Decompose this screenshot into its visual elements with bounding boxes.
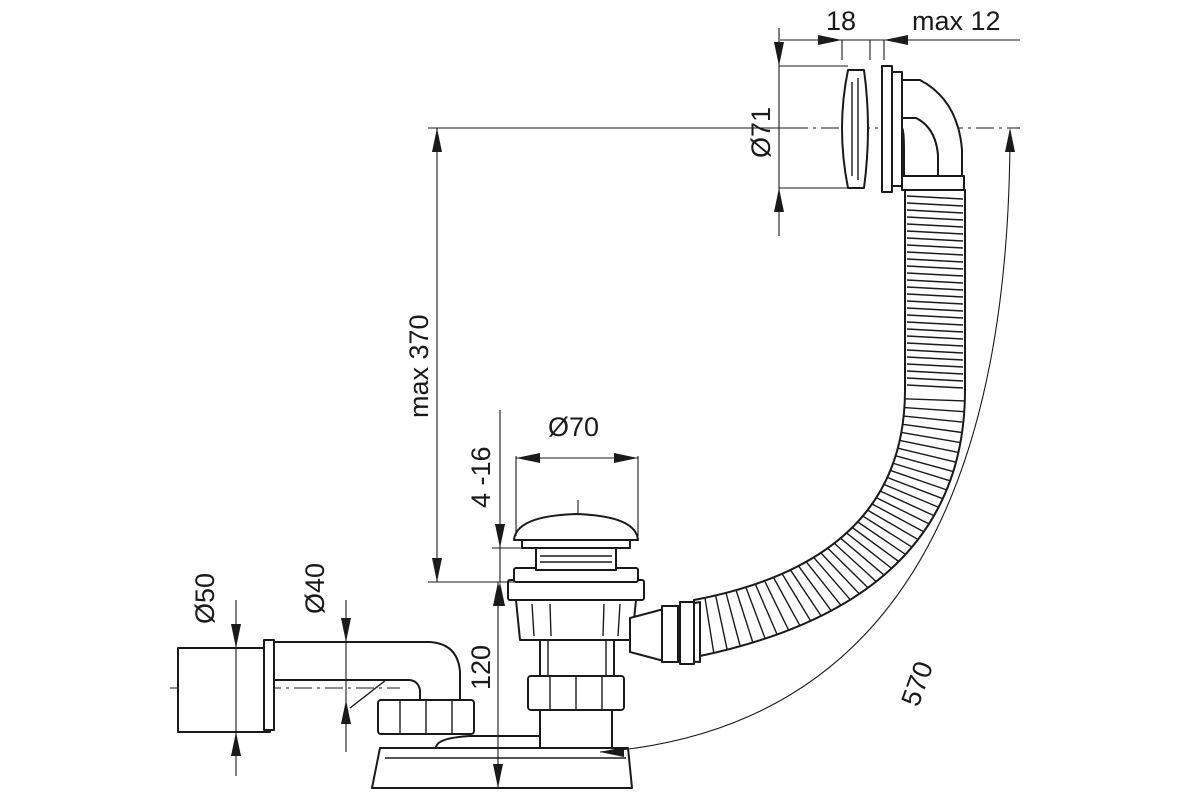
hose-rib xyxy=(906,195,964,200)
label-height-max: max 370 xyxy=(404,314,434,418)
hose-rib xyxy=(906,384,964,389)
hose-rib xyxy=(890,469,947,491)
hose-rib xyxy=(906,237,964,242)
hose-rib xyxy=(725,592,741,647)
overflow-cover xyxy=(841,69,869,189)
hose-rib xyxy=(902,423,963,434)
hose-rib xyxy=(906,300,964,305)
hose-rib xyxy=(735,589,754,643)
label-overflow-thickness: 18 xyxy=(826,6,856,36)
hose-rib xyxy=(857,521,906,555)
hose-rib xyxy=(906,202,964,207)
hose-rib xyxy=(906,370,964,375)
hose-rib xyxy=(906,293,964,298)
hose-rib xyxy=(906,286,964,291)
hose-rib xyxy=(876,496,930,525)
hose-rib xyxy=(906,209,964,214)
hose-rib xyxy=(867,509,919,541)
hose-rib xyxy=(883,483,939,508)
hose-rib xyxy=(820,552,860,595)
hose-rib xyxy=(906,356,964,361)
hose-rib xyxy=(906,251,964,256)
hose-rib xyxy=(862,515,913,548)
flexible-hose xyxy=(693,189,966,657)
dimension-lines xyxy=(231,28,1020,788)
plug-stem xyxy=(535,547,617,571)
hose-rib xyxy=(906,307,964,312)
label-plug-diameter: Ø70 xyxy=(548,412,599,442)
label-overflow-max: max 12 xyxy=(912,6,1001,36)
hose-rib xyxy=(772,577,801,626)
hose-rib xyxy=(805,561,842,606)
overflow-flange xyxy=(881,65,893,193)
hose-rib xyxy=(813,556,851,601)
hose-rib xyxy=(906,363,964,368)
label-outlet-outer-diameter: Ø50 xyxy=(190,573,220,624)
hose-rib xyxy=(906,335,964,340)
hose-rib xyxy=(906,223,964,228)
hose-rib xyxy=(754,583,778,635)
label-outlet-inner-diameter: Ø40 xyxy=(300,563,330,614)
hose-rib xyxy=(906,216,964,221)
hose-rib xyxy=(903,415,964,423)
hose-rib xyxy=(906,279,964,284)
hose-rib xyxy=(906,328,964,333)
label-cable-length: 570 xyxy=(895,657,939,710)
hose-rib xyxy=(906,258,964,263)
hose-rib xyxy=(906,314,964,319)
hose-rib xyxy=(871,503,925,533)
cable-length-arc xyxy=(599,129,1011,753)
hose-rib xyxy=(887,476,944,500)
hose-rib xyxy=(906,230,964,235)
hose-rib xyxy=(906,244,964,249)
trap-assembly xyxy=(177,513,701,789)
hose-rib xyxy=(904,398,965,402)
hose-rib xyxy=(895,455,954,473)
hose-rib xyxy=(880,490,935,517)
label-plug-range: 4 -16 xyxy=(466,446,496,508)
label-trap-height: 120 xyxy=(466,645,496,690)
hose-rib xyxy=(789,569,822,617)
hose-rib xyxy=(781,573,812,622)
hose-rib xyxy=(906,377,964,382)
hose-rib xyxy=(763,580,790,631)
hose-rib xyxy=(714,595,728,650)
hose-rib xyxy=(906,272,964,277)
hose-rib xyxy=(899,439,959,454)
hose-rib xyxy=(797,565,832,612)
hose-rib xyxy=(906,342,964,347)
hose-rib xyxy=(840,537,885,576)
hose-rib xyxy=(827,547,869,589)
hose-body xyxy=(693,189,966,657)
hose-rib xyxy=(892,462,951,482)
overflow-assembly xyxy=(841,65,965,193)
hose-rib xyxy=(906,265,964,270)
hose-rib xyxy=(704,597,715,654)
hose-rib xyxy=(833,542,877,583)
outlet-pipe xyxy=(177,647,271,733)
hose-rib xyxy=(901,431,961,444)
outlet-elbow xyxy=(267,641,461,701)
hose-rib xyxy=(897,447,957,463)
hose-rib xyxy=(906,321,964,326)
hose-rib xyxy=(851,526,900,563)
overflow-connector xyxy=(901,175,965,191)
label-overflow-diameter: Ø71 xyxy=(746,107,776,158)
plug-cap xyxy=(513,513,639,541)
hose-rib xyxy=(904,406,965,413)
hose-rib xyxy=(906,349,964,354)
hose-rib xyxy=(846,532,893,569)
trap-bowl xyxy=(435,735,551,749)
dimension-labels: 18 max 12 Ø71 max 370 4 -16 Ø70 Ø50 Ø40 … xyxy=(190,6,1001,710)
hose-rib xyxy=(745,586,766,639)
